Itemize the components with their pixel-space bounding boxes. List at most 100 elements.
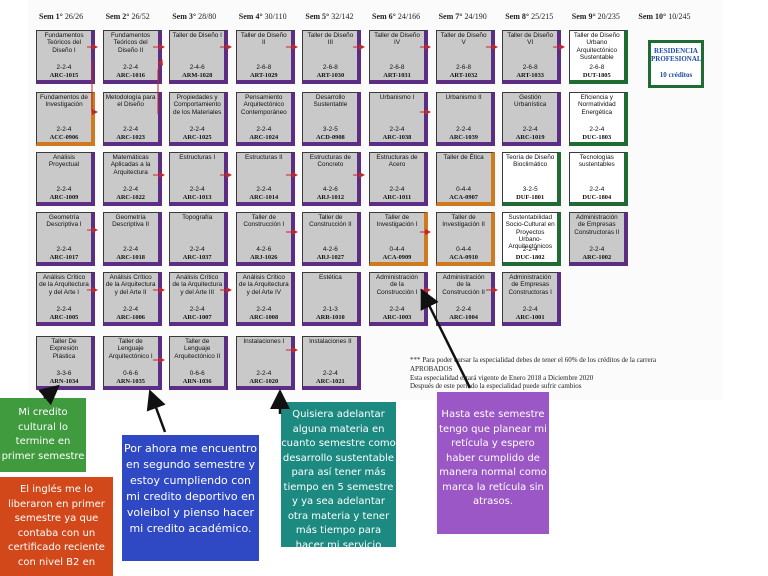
course-name: Estructuras de Acero	[376, 154, 418, 169]
semester-header-1: Sem 1° 26/26	[39, 12, 83, 21]
course-credits: 2-2-4	[56, 63, 72, 71]
course-name: Taller de Diseño VI	[507, 32, 554, 47]
semester-label: Sem 7°	[438, 12, 463, 21]
course-credits: 2-2-4	[123, 185, 139, 193]
course-card[interactable]: Análisis Crítico de la Arquitectura y de…	[235, 272, 295, 326]
course-code: ARC-1037	[182, 253, 212, 261]
course-code: ARC-1011	[382, 193, 412, 201]
course-card[interactable]: Administración de Empresas Constructoras…	[502, 272, 562, 326]
course-credits: 0-4-4	[456, 185, 472, 193]
course-credits: 2-2-4	[56, 305, 72, 313]
course-credits: 2-2-4	[322, 369, 338, 377]
course-name: Desarrollo Sustentable	[313, 94, 348, 109]
course-credits: 2-2-4	[256, 125, 272, 133]
course-card[interactable]: Pensamiento Arquitectónico Contemporáneo…	[235, 92, 295, 146]
semester-credit-progress: 26/26	[64, 12, 84, 21]
course-card[interactable]: Administración de Empresas Constructoras…	[568, 212, 628, 266]
course-card[interactable]: Sustentabilidad Socio-Cultural en Proyec…	[502, 212, 562, 266]
note-english-credit: El inglés me lo liberaron en primer seme…	[0, 477, 113, 576]
semester-label: Sem 8°	[505, 12, 530, 21]
course-credits: 2-2-4	[256, 185, 272, 193]
course-card[interactable]: Análisis Crítico de la Arquitectura y de…	[102, 272, 162, 326]
semester-credit-progress: 24/166	[397, 12, 421, 21]
course-name: Tecnologías sustentables	[578, 154, 615, 169]
course-code: ARJ-1026	[250, 253, 278, 261]
course-credits: 0-4-4	[389, 245, 405, 253]
course-card[interactable]: Análisis Crítico de la Arquitectura y de…	[36, 272, 95, 326]
course-card[interactable]: Análisis Crítico de la Arquitectura y de…	[169, 272, 229, 326]
course-name: Metodología para el Diseño	[105, 94, 156, 109]
course-code: ARN-1035	[116, 377, 145, 385]
course-code: ARJ-1012	[316, 193, 345, 201]
course-name: Análisis Crítico de la Arquitectura y de…	[39, 274, 89, 296]
course-name: Teoría de Diseño Bioclimático	[506, 154, 555, 169]
course-name: Instalaciones II	[309, 338, 352, 345]
course-code: ARC-1001	[515, 313, 545, 321]
course-code: ARC-1025	[182, 133, 212, 141]
course-name: Gestión Urbanística	[514, 94, 547, 109]
course-code: ARC-1016	[116, 71, 145, 79]
residencia-profesional-box: RESIDENCIA PROFESIONAL 10 créditos	[648, 40, 704, 88]
course-name: Taller de Diseño II	[240, 32, 287, 47]
semester-credit-progress: 30/110	[264, 12, 287, 21]
course-code: ACA-0907	[449, 193, 478, 201]
prerequisite-arrows	[87, 44, 565, 363]
course-name: Administración de Empresas Constructoras…	[574, 214, 620, 236]
course-code: ACD-0908	[316, 133, 345, 141]
course-card[interactable]: Taller de Diseño Urbano Arquitectónico S…	[568, 30, 628, 84]
course-credits: 2-6-8	[389, 63, 405, 71]
course-credits: 2-6-8	[522, 63, 538, 71]
semester-header-9: Sem 9° 20/235	[572, 12, 620, 21]
course-credits: 2-2-4	[389, 125, 405, 133]
note-sports-credit: Por ahora me encuentro en segundo semest…	[122, 435, 259, 561]
course-credits: 2-2-4	[189, 305, 205, 313]
course-code: ACA-0909	[382, 253, 412, 261]
course-code: ARC-1020	[249, 377, 279, 385]
course-credits: 2-6-8	[256, 63, 272, 71]
course-card[interactable]: Propiedades y Comportamiento de los Mate…	[169, 92, 229, 146]
course-code: ARC-1008	[249, 313, 279, 321]
course-name: Taller de Lenguaje Arquitectónico I	[108, 338, 153, 360]
course-credits: 2-2-4	[589, 245, 605, 253]
